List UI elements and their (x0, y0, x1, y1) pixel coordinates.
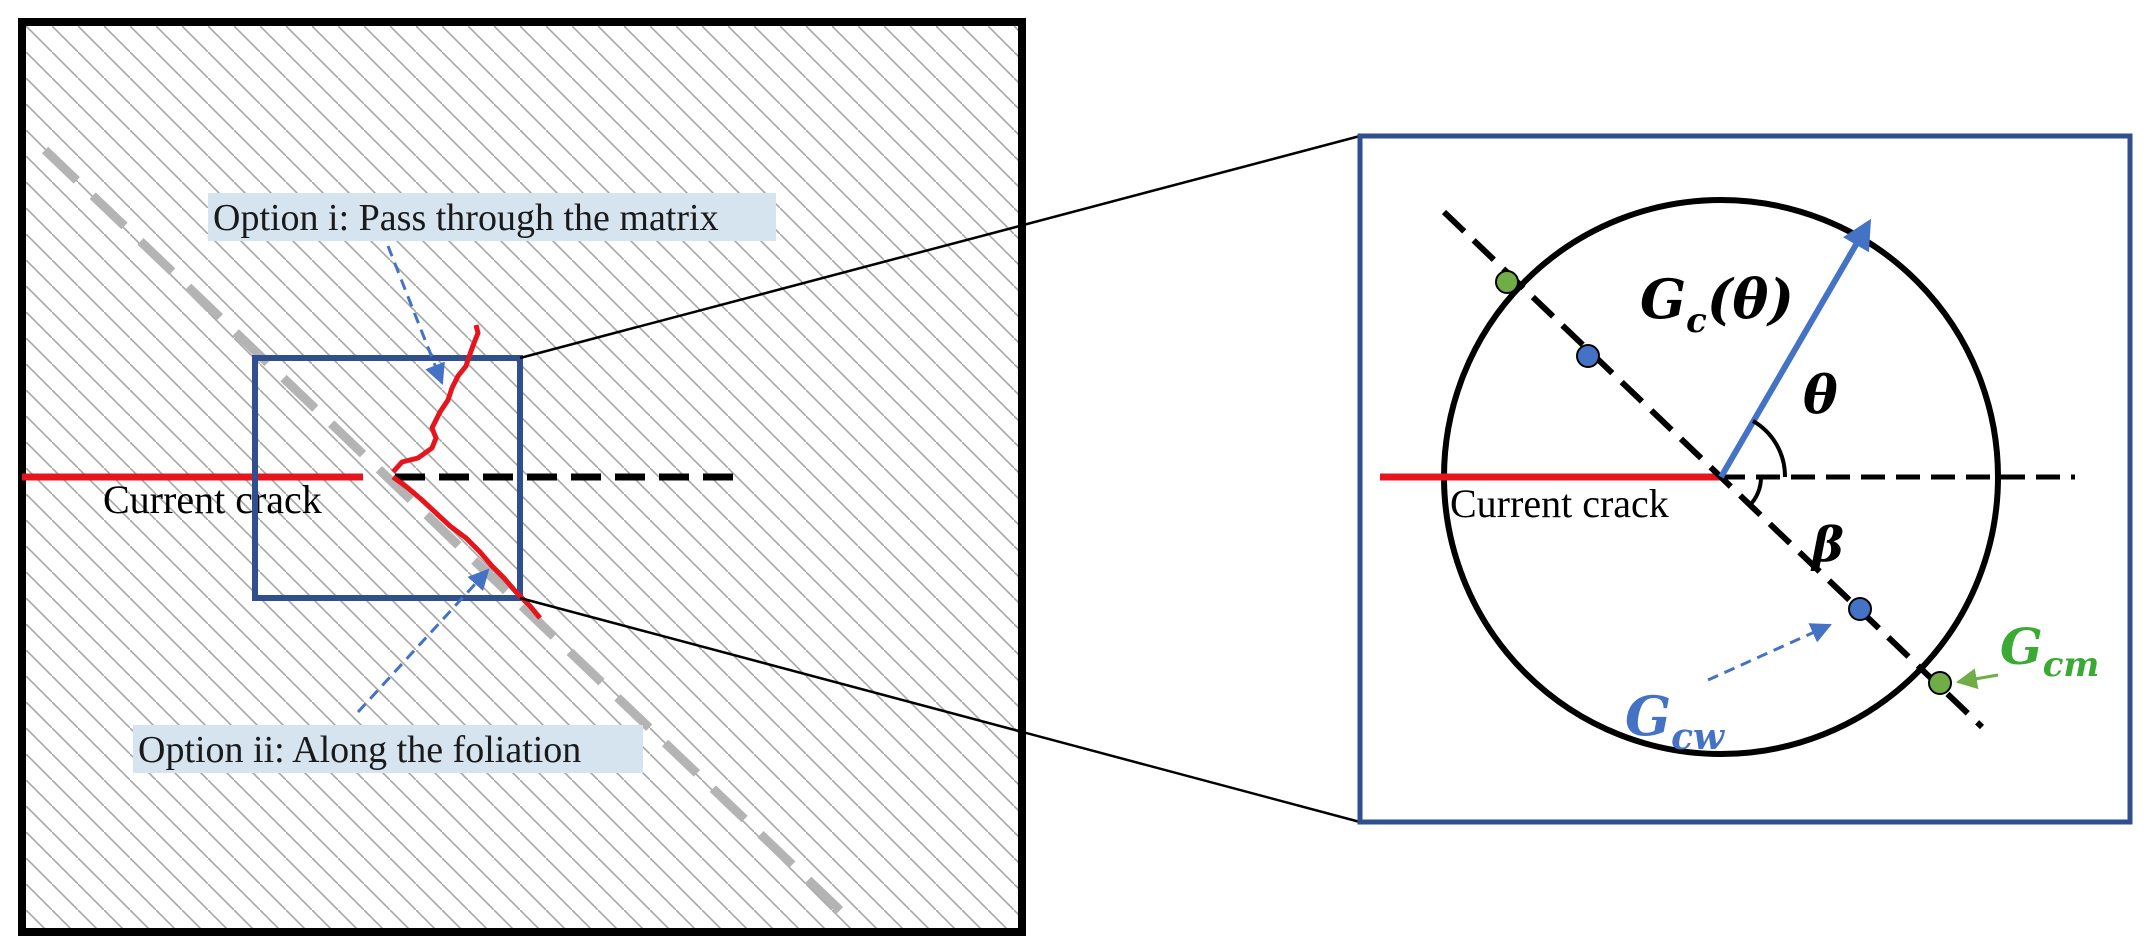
option-ii-pointer-arrow (356, 568, 490, 714)
gcw-label: Gcw (1625, 684, 1726, 758)
theta-label: θ (1803, 365, 1838, 426)
option-i-pointer-arrow (386, 245, 445, 385)
foliation-line (41, 146, 849, 919)
gcm-label: Gcm (2000, 617, 2099, 685)
zoom-connectors (519, 134, 1361, 824)
option-ii-label: Option ii: Along the foliation (138, 729, 581, 771)
weak-plane-point-lower-green (1928, 671, 1952, 695)
zoom-box (252, 355, 523, 601)
crack-branch-up (391, 324, 481, 474)
gc-theta-label: Gc(θ) (1640, 267, 1794, 341)
theta-angle-arc (1751, 419, 1788, 478)
specimen-panel: Option i: Pass through the matrix Option… (18, 18, 1026, 936)
zoom-connector-bottom (519, 596, 1361, 824)
option-i-label-bg (208, 193, 776, 241)
gc-theta-arrow (1718, 218, 1872, 479)
zoom-panel: Current crack Gc(θ) θ β Gcw Gcm (1357, 133, 2133, 825)
weak-plane-line (1441, 209, 1985, 730)
zoom-connector-top (519, 134, 1361, 360)
gcw-pointer-arrow (1707, 623, 1832, 682)
option-ii-label-bg (133, 725, 643, 773)
current-crack-label-right: Current crack (1450, 481, 1669, 526)
option-i-label: Option i: Pass through the matrix (213, 197, 719, 239)
beta-angle-arc (1747, 476, 1764, 508)
weak-plane-point-lower-blue (1848, 597, 1872, 621)
current-crack-label-left: Current crack (103, 477, 322, 522)
crack-branch-down (391, 474, 542, 620)
weak-plane-point-upper-green (1495, 270, 1519, 294)
beta-label: β (1810, 517, 1844, 573)
weak-plane-point-upper-blue (1576, 344, 1600, 368)
gcm-pointer-arrow (1955, 668, 1999, 690)
